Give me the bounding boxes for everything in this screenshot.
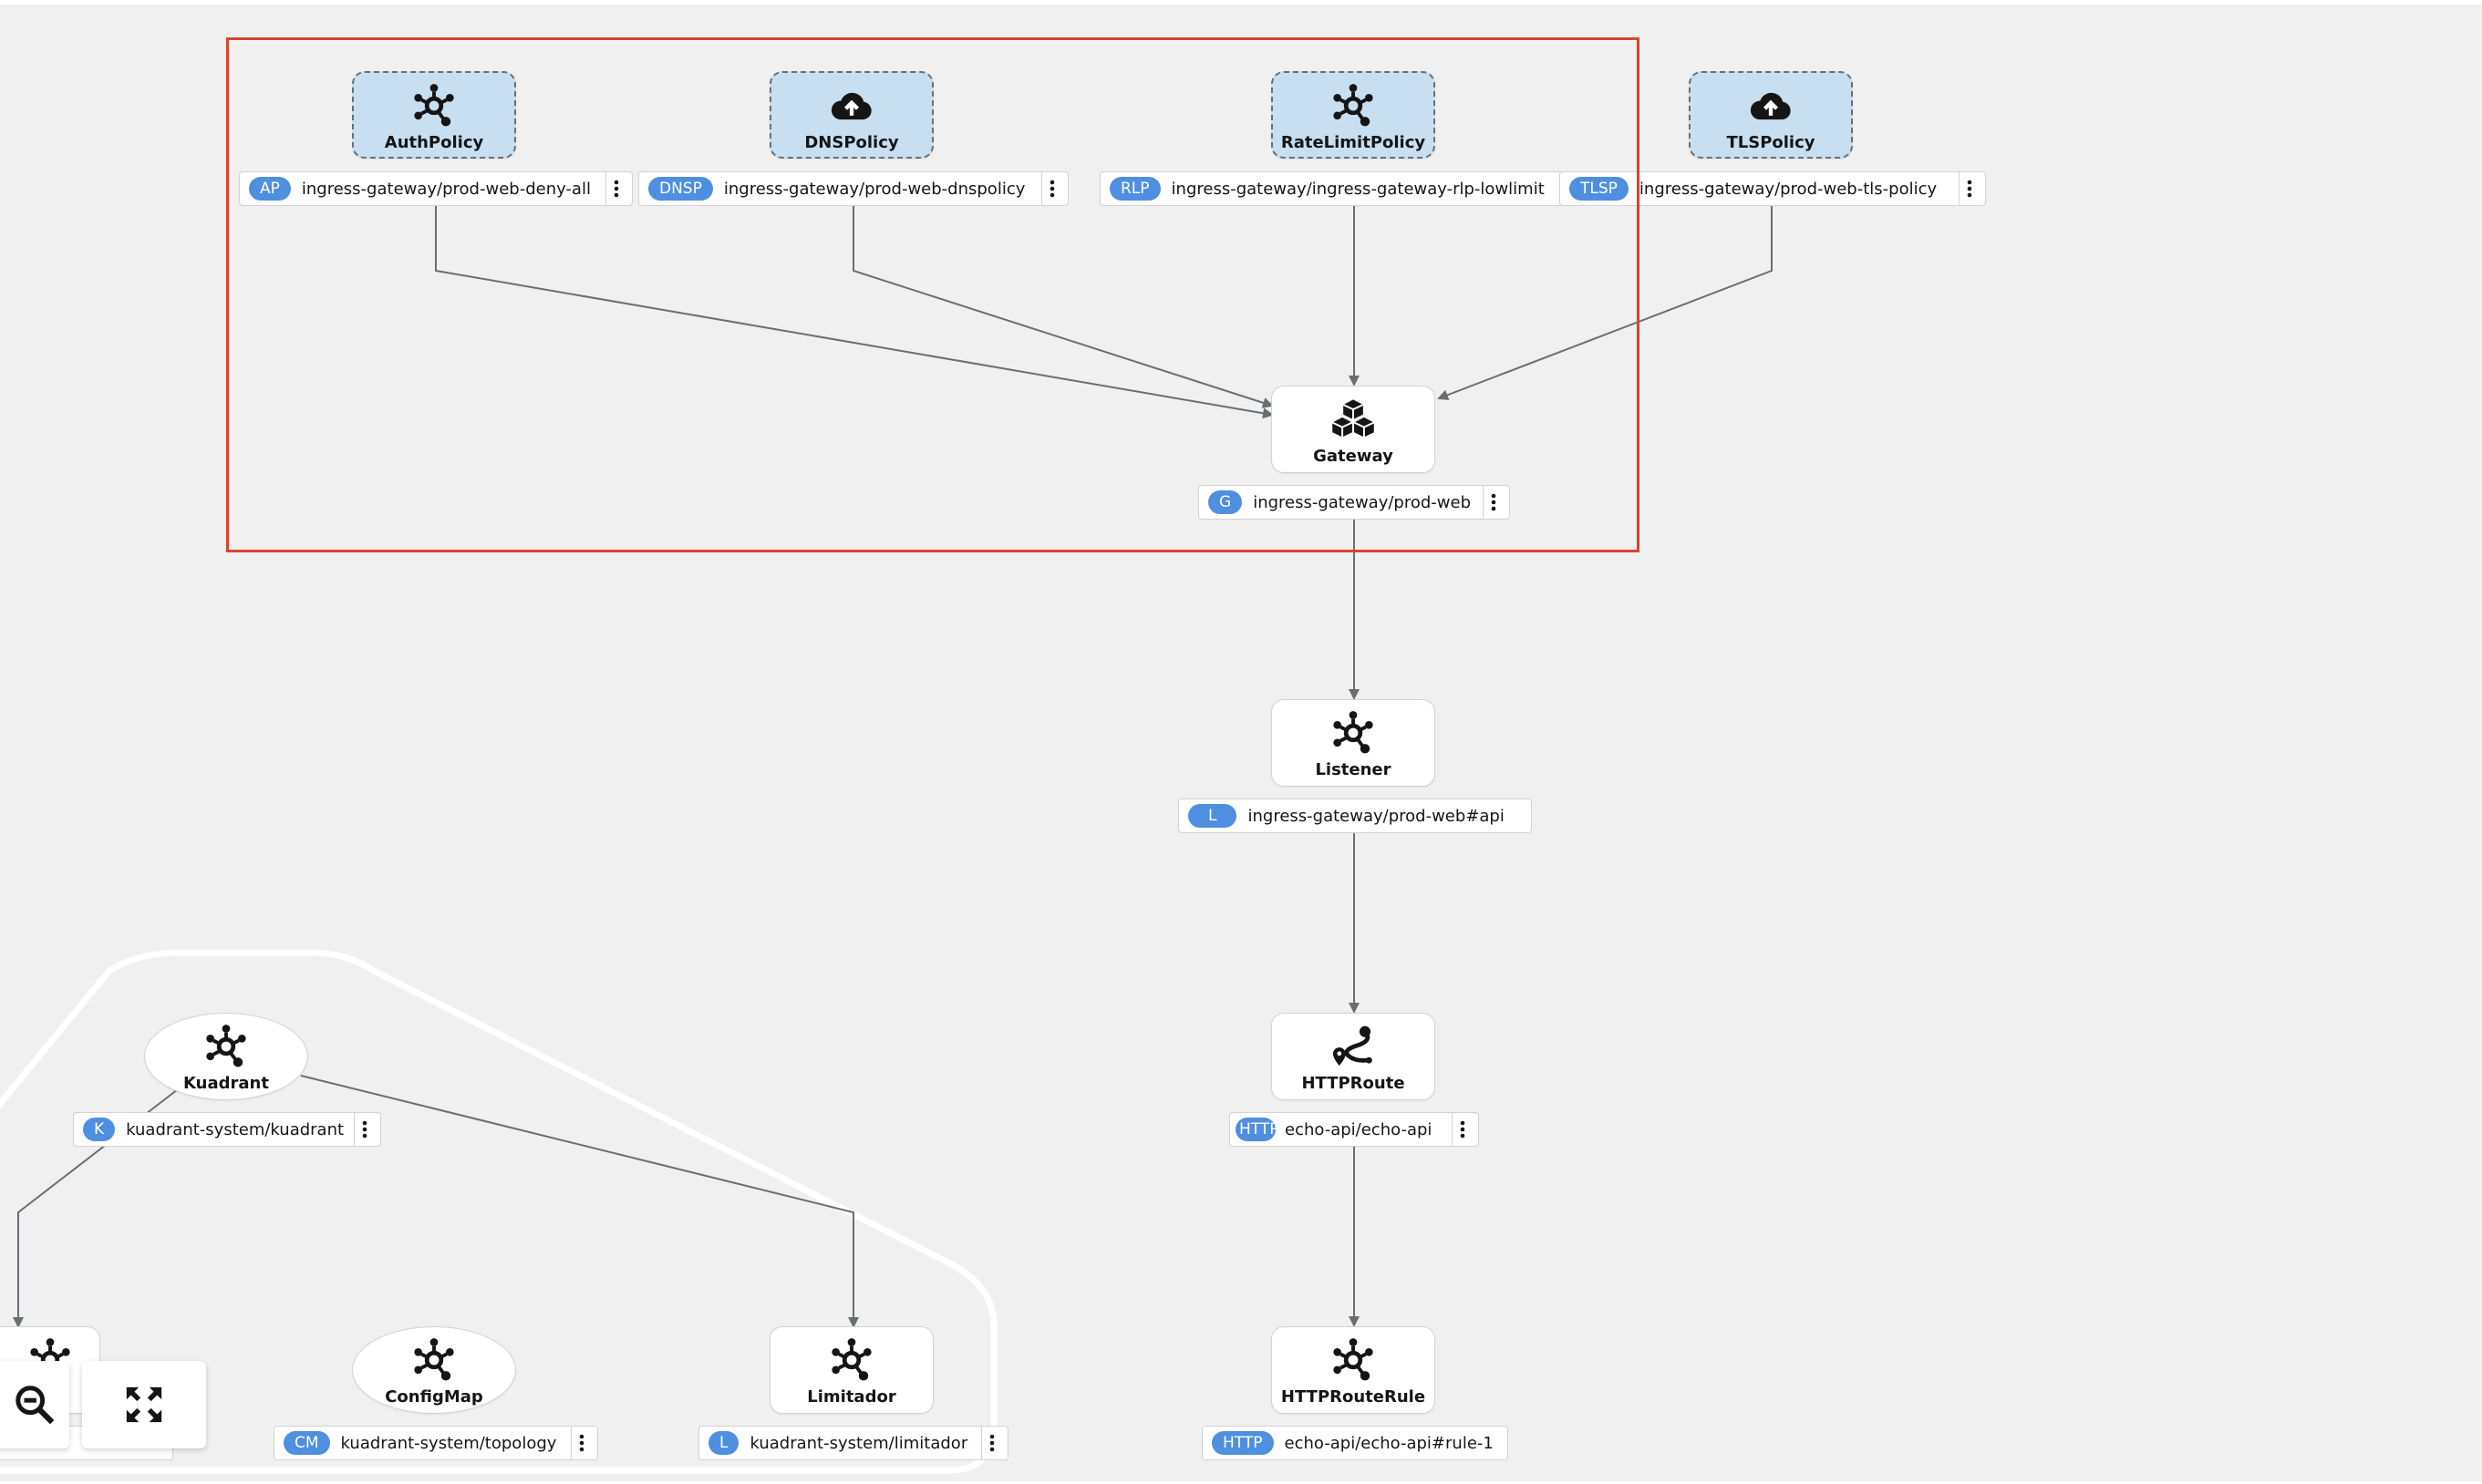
- dnspolicy-node[interactable]: DNSPolicy: [770, 71, 934, 159]
- kind-badge: TLSP: [1569, 177, 1629, 201]
- authpolicy-resource-label[interactable]: AP ingress-gateway/prod-web-deny-all: [239, 171, 633, 206]
- topology-canvas[interactable]: AuthPolicy DNSPolicy RateLimitPolicy TLS…: [0, 5, 2482, 1481]
- kuadrant-node[interactable]: Kuadrant: [144, 1013, 308, 1100]
- kuadrant-resource-label[interactable]: K kuadrant-system/kuadrant: [73, 1112, 381, 1147]
- zoom-out-icon: [16, 1386, 55, 1425]
- kebab-menu-icon[interactable]: [1041, 172, 1062, 205]
- edge-tlspolicy-gateway: [1437, 198, 1773, 401]
- kebab-menu-icon[interactable]: [571, 1427, 592, 1459]
- kind-badge: L: [1188, 804, 1237, 828]
- resource-name: echo-api/echo-api: [1285, 1119, 1432, 1139]
- resource-name: ingress-gateway/prod-web-dnspolicy: [723, 179, 1026, 199]
- resource-name: kuadrant-system/topology: [340, 1433, 557, 1453]
- node-label: Listener: [1315, 760, 1391, 779]
- kebab-menu-icon[interactable]: [1483, 486, 1504, 519]
- kebab-menu-icon[interactable]: [1959, 172, 1980, 205]
- node-label: Gateway: [1313, 447, 1393, 466]
- ratelimitpolicy-node[interactable]: RateLimitPolicy: [1271, 71, 1435, 159]
- resource-name: ingress-gateway/prod-web: [1253, 492, 1471, 512]
- kebab-menu-icon[interactable]: [981, 1427, 1002, 1459]
- kind-badge: K: [83, 1118, 116, 1141]
- kind-badge: AP: [249, 177, 291, 201]
- node-label: Limitador: [807, 1387, 896, 1407]
- node-label: DNSPolicy: [804, 133, 899, 152]
- hub-icon: [1333, 84, 1373, 127]
- httproute-resource-label[interactable]: HTTP echo-api/echo-api: [1229, 1112, 1479, 1147]
- cloud-upload-icon: [831, 92, 872, 120]
- edge-authpolicy-gateway: [435, 198, 1274, 419]
- hub-icon: [1333, 1338, 1373, 1381]
- httprouterule-resource-label[interactable]: HTTP echo-api/echo-api#rule-1: [1202, 1426, 1508, 1460]
- expand-icon: [126, 1386, 162, 1423]
- configmap-node[interactable]: ConfigMap: [352, 1326, 516, 1414]
- node-label: Kuadrant: [183, 1074, 269, 1093]
- resource-name: kuadrant-system/limitador: [750, 1433, 968, 1453]
- httproute-node[interactable]: HTTPRoute: [1271, 1013, 1435, 1100]
- resource-name: kuadrant-system/kuadrant: [126, 1119, 345, 1139]
- kind-badge: G: [1208, 490, 1243, 514]
- zoom-out-button[interactable]: [0, 1361, 69, 1448]
- limitador-node[interactable]: Limitador: [770, 1326, 934, 1414]
- node-label: AuthPolicy: [384, 133, 484, 152]
- httprouterule-node[interactable]: HTTPRouteRule: [1271, 1326, 1435, 1414]
- configmap-resource-label[interactable]: CM kuadrant-system/topology: [274, 1426, 598, 1460]
- edges-layer: [0, 198, 1773, 1474]
- hub-icon: [1333, 711, 1373, 754]
- kind-badge: CM: [284, 1431, 330, 1455]
- tlspolicy-node[interactable]: TLSPolicy: [1689, 71, 1853, 159]
- resource-name: echo-api/echo-api#rule-1: [1284, 1433, 1494, 1453]
- resource-name: ingress-gateway/prod-web-deny-all: [301, 179, 591, 199]
- node-label: HTTPRoute: [1301, 1074, 1405, 1093]
- kind-badge: DNSP: [648, 177, 713, 201]
- hub-icon: [414, 84, 454, 127]
- edge-dnspolicy-gateway: [853, 198, 1274, 408]
- kind-badge: L: [708, 1431, 739, 1455]
- edge-kuadrant-limitador: [300, 1075, 859, 1328]
- kind-badge: RLP: [1110, 177, 1161, 201]
- resource-name: ingress-gateway/prod-web-tls-policy: [1639, 179, 1938, 199]
- kind-badge: HTTP: [1212, 1431, 1274, 1455]
- gateway-resource-label[interactable]: G ingress-gateway/prod-web: [1198, 485, 1510, 520]
- kebab-menu-icon[interactable]: [354, 1113, 375, 1146]
- node-label: TLSPolicy: [1726, 133, 1815, 152]
- authpolicy-node[interactable]: AuthPolicy: [352, 71, 516, 159]
- kind-badge: HTTP: [1236, 1118, 1276, 1141]
- node-label: HTTPRouteRule: [1280, 1387, 1426, 1407]
- tlspolicy-resource-label[interactable]: TLSP ingress-gateway/prod-web-tls-policy: [1559, 171, 1986, 206]
- dnspolicy-resource-label[interactable]: DNSP ingress-gateway/prod-web-dnspolicy: [638, 171, 1069, 206]
- resource-name: ingress-gateway/ingress-gateway-rlp-lowl…: [1171, 179, 1545, 199]
- resource-name: ingress-gateway/prod-web#api: [1247, 806, 1505, 826]
- fit-to-screen-button[interactable]: [82, 1361, 206, 1448]
- route-icon: [1332, 1025, 1372, 1067]
- kebab-menu-icon[interactable]: [1452, 1113, 1473, 1146]
- kebab-menu-icon[interactable]: [605, 172, 626, 205]
- gateway-node[interactable]: Gateway: [1271, 386, 1435, 473]
- cloud-upload-icon: [1750, 92, 1791, 120]
- limitador-resource-label[interactable]: L kuadrant-system/limitador: [698, 1426, 1008, 1460]
- node-label: ConfigMap: [385, 1387, 483, 1407]
- listener-resource-label[interactable]: L ingress-gateway/prod-web#api: [1178, 799, 1532, 833]
- node-label: RateLimitPolicy: [1280, 133, 1426, 152]
- listener-node[interactable]: Listener: [1271, 699, 1435, 787]
- hub-icon: [206, 1025, 246, 1067]
- hub-icon: [414, 1338, 454, 1381]
- hub-icon: [832, 1338, 872, 1381]
- cubes-icon: [1331, 399, 1375, 438]
- ratelimitpolicy-resource-label[interactable]: RLP ingress-gateway/ingress-gateway-rlp-…: [1100, 171, 1563, 206]
